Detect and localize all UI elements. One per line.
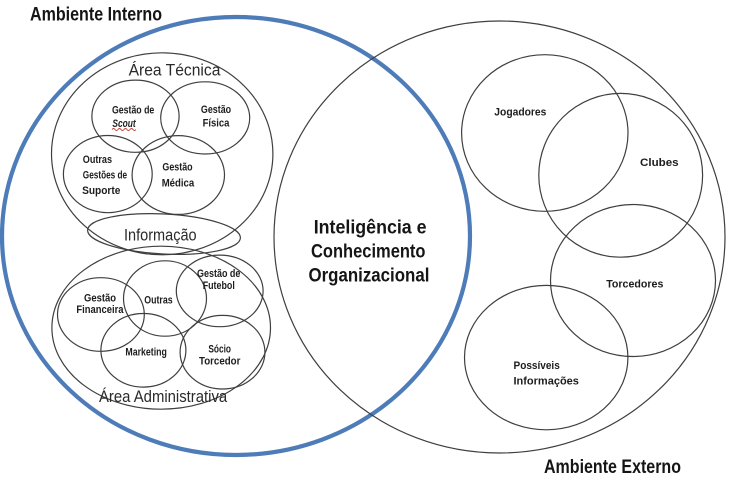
svg-text:Futebol: Futebol	[203, 280, 235, 292]
svg-text:Informações: Informações	[514, 375, 579, 387]
svg-text:Suporte: Suporte	[82, 185, 120, 197]
svg-text:Gestões de: Gestões de	[83, 170, 127, 182]
svg-text:Ambiente Externo: Ambiente Externo	[544, 456, 681, 477]
svg-text:Organizacional: Organizacional	[309, 264, 430, 286]
svg-text:Possíveis: Possíveis	[514, 360, 560, 372]
svg-text:Scout: Scout	[112, 118, 136, 130]
svg-text:Ambiente Interno: Ambiente Interno	[30, 4, 162, 26]
svg-text:Financeira: Financeira	[76, 304, 124, 316]
svg-text:Gestão: Gestão	[84, 293, 116, 305]
svg-text:Torcedores: Torcedores	[606, 279, 663, 291]
svg-text:Torcedor: Torcedor	[199, 355, 240, 367]
svg-text:Gestão de: Gestão de	[112, 104, 154, 116]
svg-text:Clubes: Clubes	[640, 157, 679, 169]
svg-text:Área Técnica: Área Técnica	[129, 61, 222, 80]
svg-text:Gestão: Gestão	[201, 104, 232, 116]
svg-text:Inteligência e: Inteligência e	[314, 216, 427, 238]
svg-text:Outras: Outras	[144, 294, 172, 306]
svg-text:Informação: Informação	[124, 227, 197, 245]
svg-text:Conhecimento: Conhecimento	[311, 240, 426, 262]
svg-text:Outras: Outras	[83, 154, 112, 166]
svg-text:Gestão: Gestão	[162, 162, 193, 174]
svg-text:Sócio: Sócio	[208, 343, 231, 355]
svg-text:Médica: Médica	[162, 178, 195, 190]
svg-text:Marketing: Marketing	[125, 346, 166, 358]
svg-text:Física: Física	[203, 117, 231, 129]
svg-text:Gestão de: Gestão de	[197, 268, 240, 280]
svg-text:Jogadores: Jogadores	[494, 106, 546, 118]
svg-text:Área Administrativa: Área Administrativa	[99, 387, 228, 406]
